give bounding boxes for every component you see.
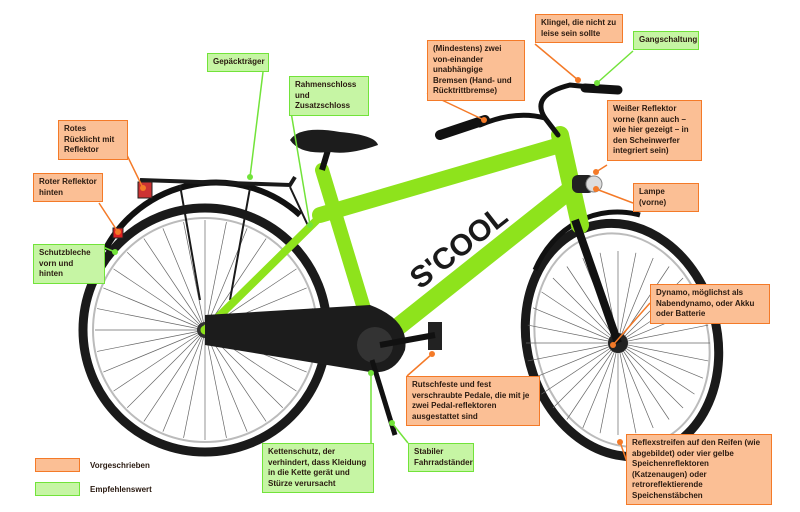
spoke [552,342,619,409]
label-lamp: Lampe (vorne) [633,183,699,212]
spoke [183,222,206,331]
spoke [532,307,619,344]
spoke [527,324,619,344]
label-brakes: (Mindestens) zwei von-einander unabhängi… [427,40,525,101]
label-pedals: Rutschfeste und fest verschraubte Pedale… [406,376,540,426]
spoke [617,257,654,344]
spoke [527,342,619,362]
label-chain-guard: Kettenschutz, der verhindert, dass Kleid… [262,443,374,493]
spoke [126,329,206,409]
spoke [617,342,654,429]
spoke [113,268,206,331]
spoke [143,238,206,331]
spoke [617,324,709,344]
spoke [566,342,619,420]
spoke [204,222,227,331]
spoke [599,342,619,434]
spoke [162,329,206,432]
label-gears: Gangschaltung [633,31,699,50]
spoke [552,277,619,344]
spoke [617,252,637,344]
label-rack: Gepäckträger [207,53,269,72]
spoke [204,329,227,438]
spoke [617,342,704,379]
spoke [97,308,206,331]
legend-required-swatch [35,458,80,472]
spoke [541,291,619,344]
leader-dots [112,77,623,445]
label-rear-light: Rotes Rücklicht mit Reflektor [58,120,128,160]
spoke [143,329,206,422]
legend-required-label: Vorgeschrieben [90,461,150,470]
spoke [617,342,684,409]
spoke [97,329,206,352]
spoke [162,228,206,331]
spoke [204,329,248,432]
label-rear-reflector: Roter Reflektor hinten [33,173,103,202]
label-bell: Klingel, die nicht zu leise sein sollte [535,14,623,43]
spoke [103,329,206,373]
label-dynamo: Dynamo, möglichst als Nabendynamo, oder … [650,284,770,324]
handlebar [435,82,623,140]
spoke [532,342,619,379]
saddle [290,129,378,171]
spoke [617,342,695,395]
label-front-reflector: Weißer Reflektor vorne (kann auch – wie … [607,100,702,161]
chain-guard [205,305,442,373]
fork [571,218,622,345]
label-frame-lock: Rahmenschloss und Zusatzschloss [289,76,369,116]
spoke [617,342,637,434]
spoke [113,329,206,392]
label-kickstand: Stabiler Fahrradständer [408,443,474,472]
legend-recommended-label: Empfehlenswert [90,485,152,494]
spoke [103,287,206,331]
spoke [541,342,619,395]
spoke [617,342,709,362]
spoke [183,329,206,438]
spoke [582,342,619,429]
spoke [617,342,670,420]
spoke [126,251,206,331]
label-tire-reflectors: Reflexstreifen auf den Reifen (wie abgeb… [626,434,772,505]
legend-recommended-swatch [35,482,80,496]
label-mudguards: Schutzbleche vorn und hinten [33,244,105,284]
